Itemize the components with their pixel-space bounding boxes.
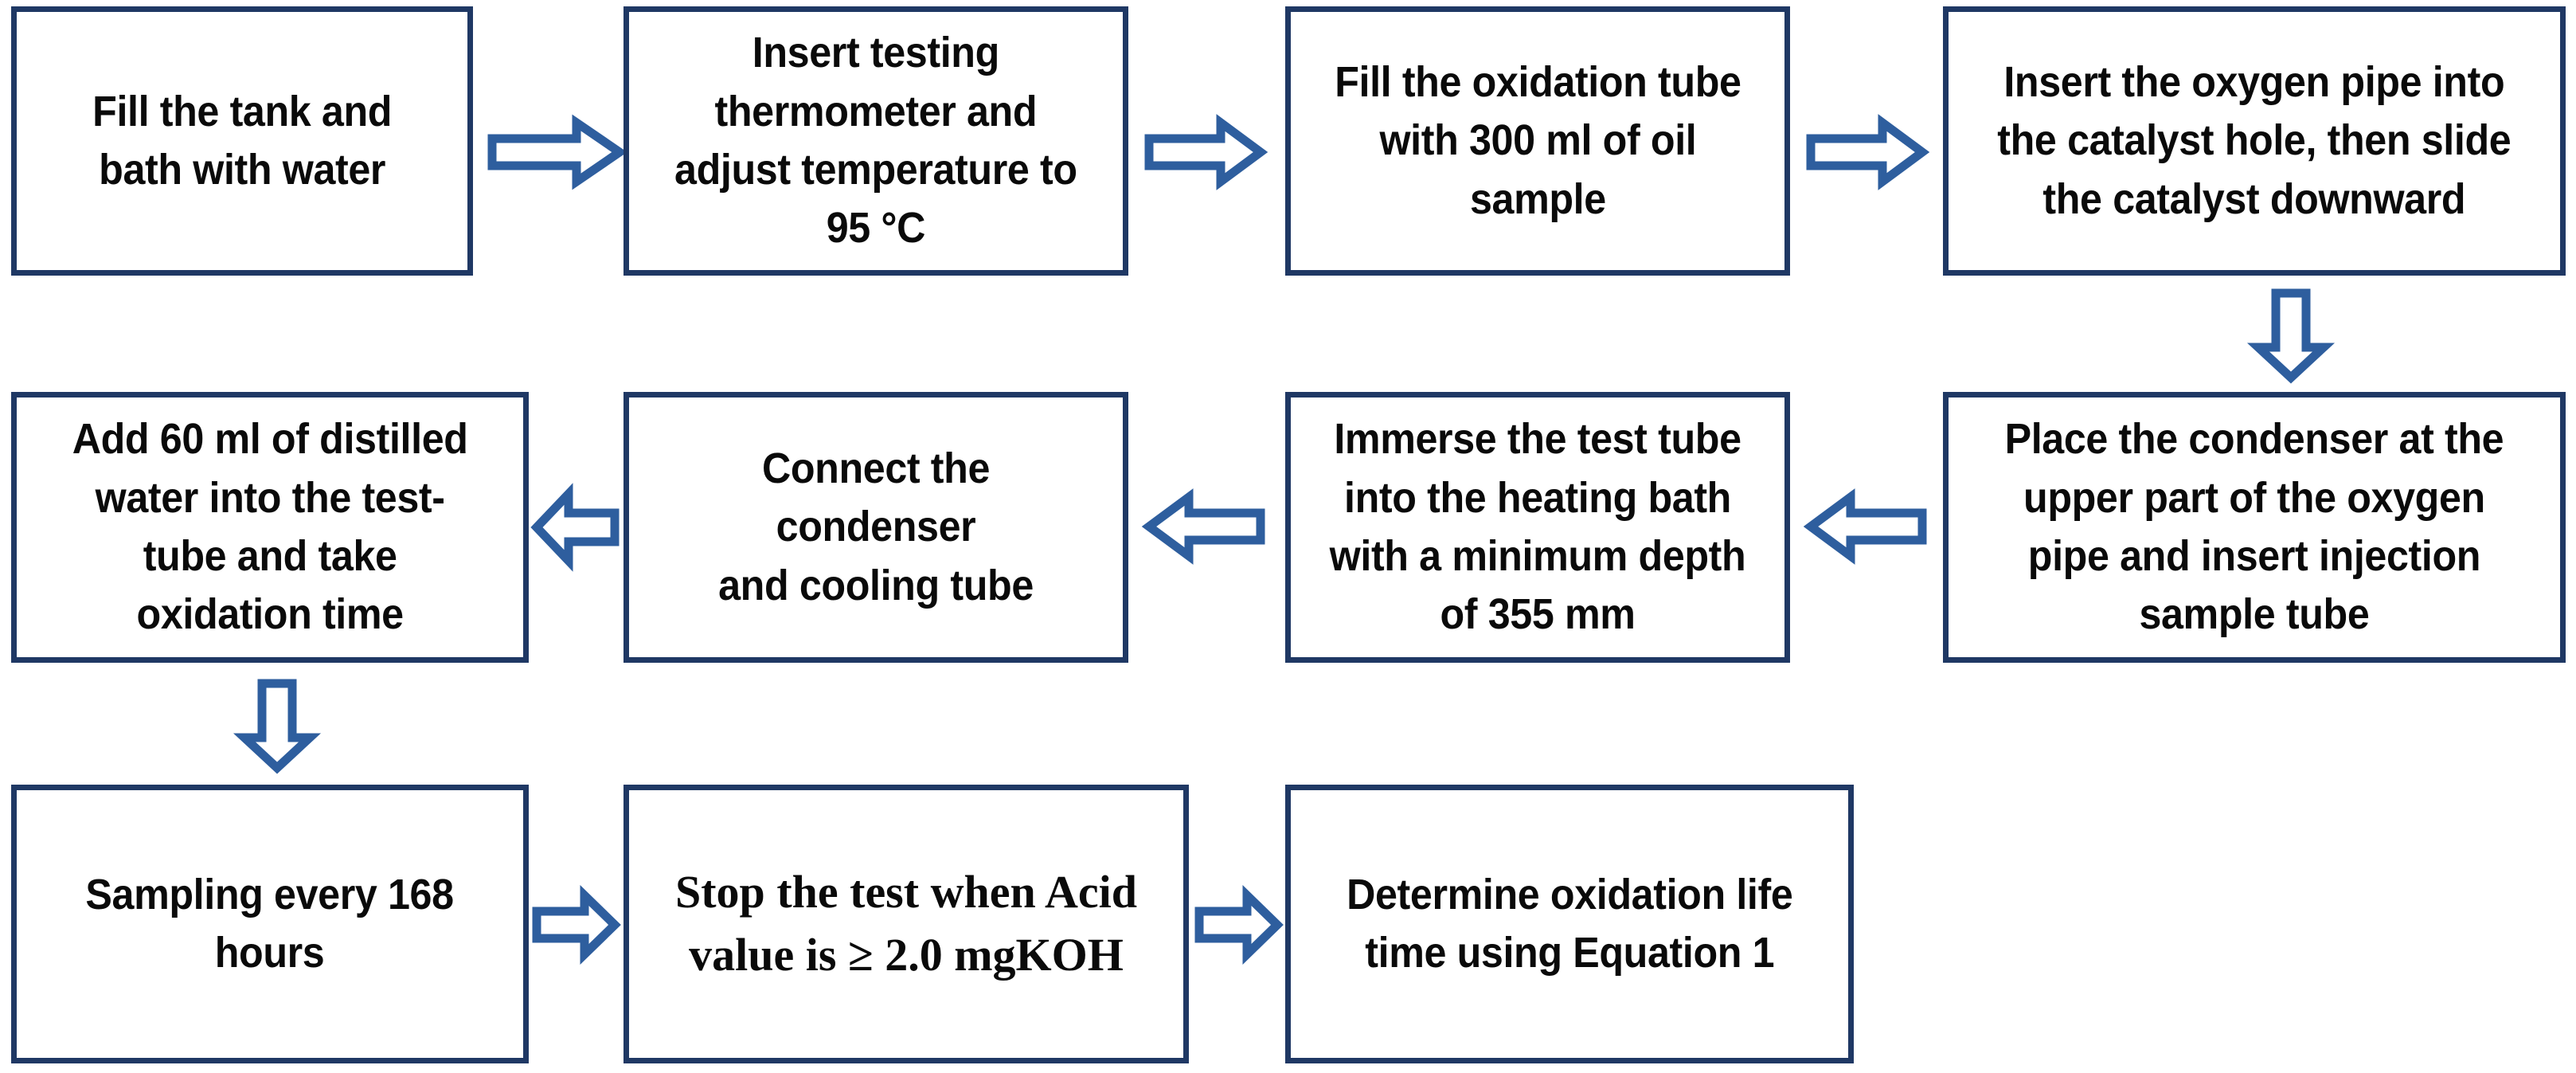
process-box-step-4[interactable]: Insert the oxygen pipe into the catalyst… — [1943, 6, 2566, 276]
process-box-step-10[interactable]: Stop the test when Acid value is ≥ 2.0 m… — [623, 785, 1189, 1063]
process-box-label: Fill the oxidation tube with 300 ml of o… — [1334, 57, 1741, 223]
process-box-label: Immerse the test tube into the heating b… — [1329, 415, 1746, 639]
process-box-label: Insert testing thermometer and adjust te… — [674, 29, 1077, 253]
process-box-label: Insert the oxygen pipe into the catalyst… — [1997, 57, 2512, 223]
process-box-step-8[interactable]: Add 60 ml of distilled water into the te… — [11, 392, 529, 663]
process-box-step-1[interactable]: Fill the tank and bath with water — [11, 6, 473, 276]
process-box-step-3[interactable]: Fill the oxidation tube with 300 ml of o… — [1285, 6, 1790, 276]
process-box-label: Sampling every 168 hours — [85, 870, 455, 977]
arrow-right-icon — [1144, 114, 1268, 190]
arrow-down-icon — [2246, 288, 2336, 384]
arrow-down-icon — [233, 679, 322, 774]
process-box-label: Connect the condenser and cooling tube — [718, 444, 1034, 609]
arrow-left-icon — [530, 483, 620, 572]
arrow-right-icon — [532, 884, 621, 965]
process-box-label: Stop the test when Acid value is ≥ 2.0 m… — [674, 866, 1138, 981]
process-box-step-5[interactable]: Place the condenser at the upper part of… — [1943, 392, 2566, 663]
process-box-label: Fill the tank and bath with water — [92, 87, 392, 194]
arrow-right-icon — [1806, 114, 1930, 190]
process-box-step-9[interactable]: Sampling every 168 hours — [11, 785, 529, 1063]
process-box-label: Add 60 ml of distilled water into the te… — [72, 415, 468, 639]
process-box-step-2[interactable]: Insert testing thermometer and adjust te… — [623, 6, 1128, 276]
process-box-label: Determine oxidation life time using Equa… — [1346, 870, 1793, 977]
arrow-left-icon — [1141, 488, 1265, 565]
process-box-step-7[interactable]: Connect the condenser and cooling tube — [623, 392, 1128, 663]
arrow-right-icon — [487, 114, 627, 190]
arrow-left-icon — [1803, 488, 1927, 565]
arrow-right-icon — [1194, 884, 1284, 965]
process-box-step-6[interactable]: Immerse the test tube into the heating b… — [1285, 392, 1790, 663]
process-box-label: Place the condenser at the upper part of… — [2004, 415, 2504, 639]
process-box-step-11[interactable]: Determine oxidation life time using Equa… — [1285, 785, 1854, 1063]
